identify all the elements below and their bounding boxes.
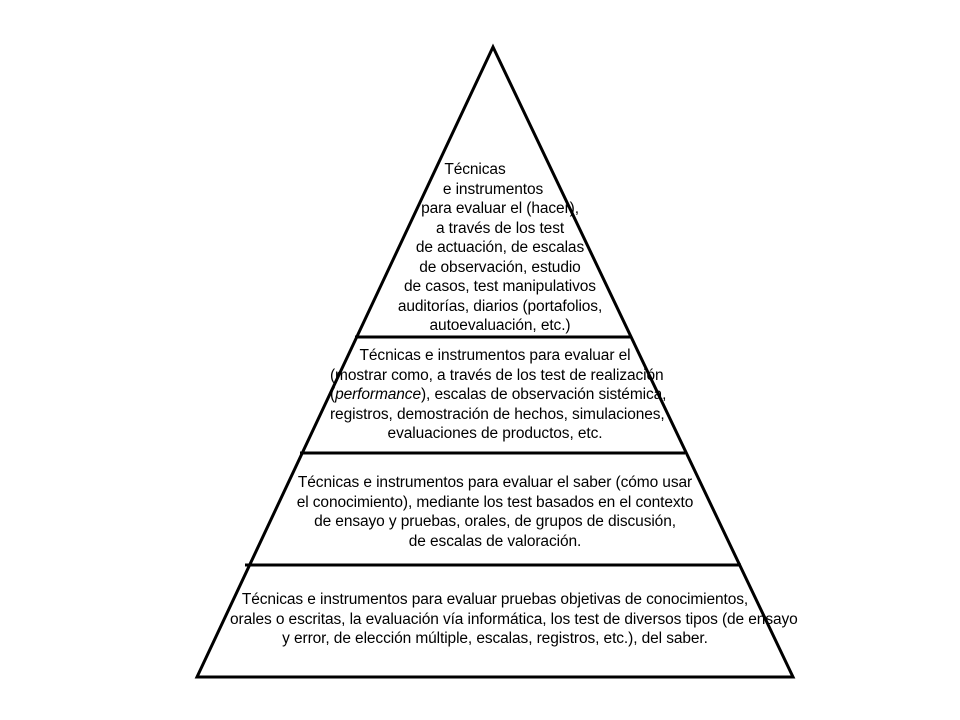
level-top-line: autoevaluación, etc.) [429,317,571,334]
performance-italic: performance [335,386,421,403]
level-top-line: de observación, estudio [419,258,581,276]
level-base-text: Técnicas e instrumentos para evaluar pru… [230,590,798,649]
level-third-line: el conocimiento), mediante los test basa… [296,493,694,511]
level-base-line: y error, de elección múltiple, escalas, … [282,630,708,647]
level-top-line: de casos, test manipulativos [404,278,596,295]
level-base-line: orales o escritas, la evaluación vía inf… [230,610,798,628]
level-base-line: Técnicas e instrumentos para evaluar pru… [241,591,749,608]
level-third-line: de ensayo y pruebas, orales, de grupos d… [314,513,676,530]
level-top-line: para evaluar el (hacer), [421,200,579,217]
level-second-line: evaluaciones de productos, etc. [387,425,603,442]
level-top-line: de actuación, de escalas [415,239,585,256]
level-top-line: a través de los test [435,219,565,237]
level-second-line-3-rest: ), escalas de observación sistémica, [420,386,667,403]
level-third-line: Técnicas e instrumentos para evaluar el … [297,474,693,491]
level-second-text: Técnicas e instrumentos para evaluar el … [330,346,666,444]
level-third-text: Técnicas e instrumentos para evaluar el … [290,473,700,551]
level-second-line-3: (performance), escalas de observación si… [330,385,666,405]
level-top-line: e instrumentos [442,180,544,198]
level-top-line: auditorías, diarios (portafolios, [397,297,603,315]
level-second-line: registros, demostración de hechos, simul… [330,405,665,423]
pyramid-outline [194,43,796,679]
level-second-line-3-open: ( [330,386,336,403]
level-second-line: (mostrar como, a través de los test de r… [330,366,664,384]
level-third-line: de escalas de valoración. [408,532,582,550]
level-top-line: Técnicas [444,161,506,178]
level-second-line: Técnicas e instrumentos para evaluar el [359,347,631,364]
level-top-text: Técnicas e instrumentos para evaluar el … [395,160,605,336]
